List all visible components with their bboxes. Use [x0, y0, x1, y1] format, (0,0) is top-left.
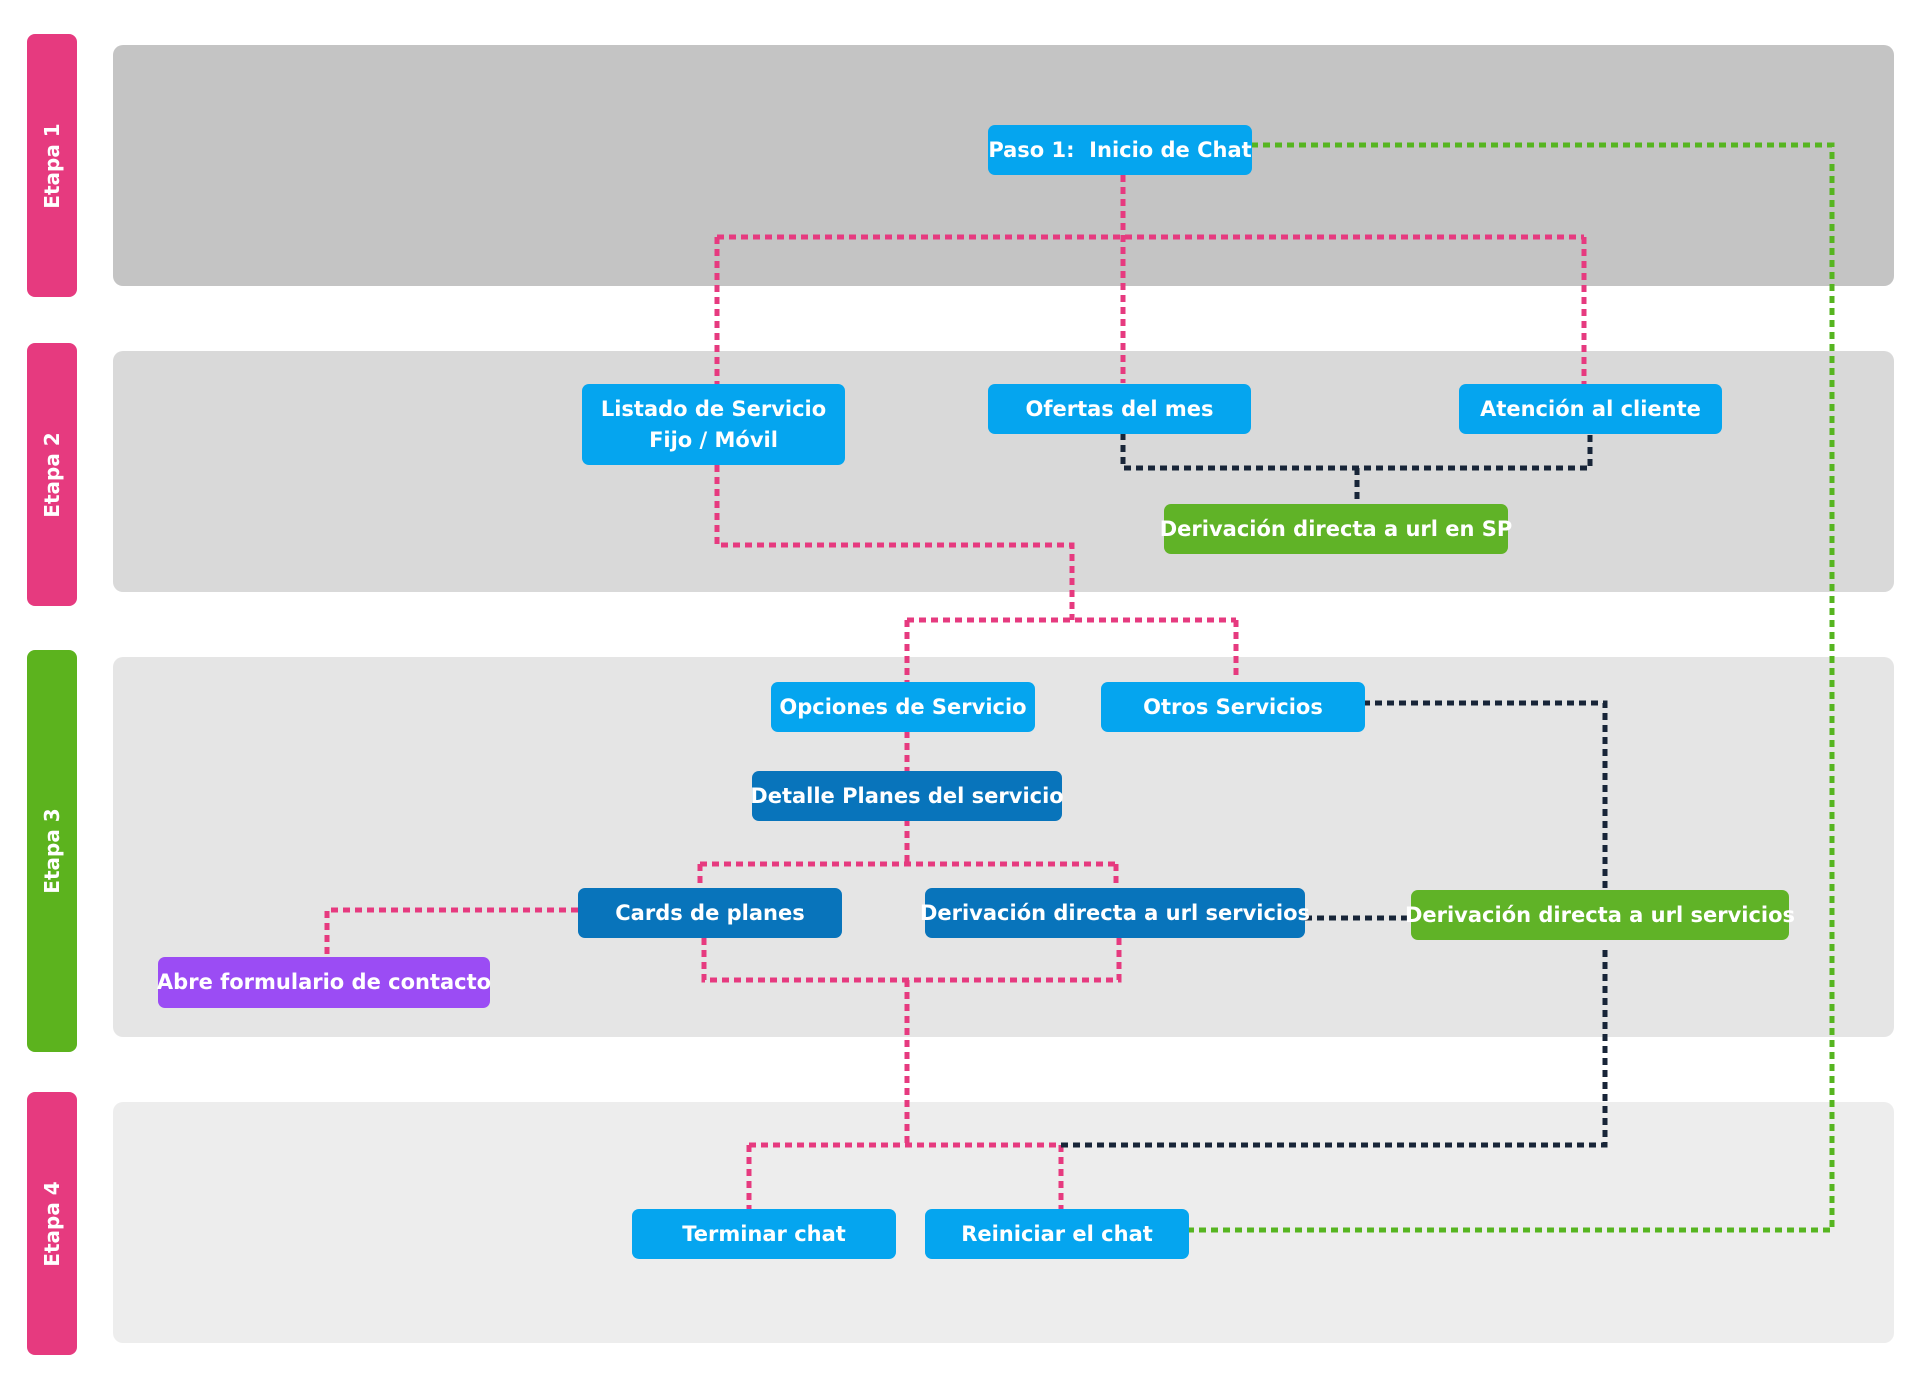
reiniciar-chat-label: Reiniciar el chat	[961, 1221, 1153, 1246]
ofertas-mes-node: Ofertas del mes	[988, 384, 1251, 434]
stage-tab-2: Etapa 2	[27, 343, 77, 606]
connector-green-derivacion-to-reiniciar	[1061, 950, 1608, 1148]
reiniciar-chat-node: Reiniciar el chat	[925, 1209, 1189, 1259]
derivacion-sp-node: Derivación directa a url en SP	[1160, 504, 1512, 554]
terminar-chat-node: Terminar chat	[632, 1209, 896, 1259]
opciones-servicio-label: Opciones de Servicio	[779, 694, 1027, 719]
inicio-chat-label: Paso 1: Inicio de Chat	[988, 137, 1252, 162]
opciones-servicio-node: Opciones de Servicio	[771, 682, 1035, 732]
connector-detalle-to-etapa3-options	[697, 819, 1119, 889]
connector-otros-to-derivacion-green	[1363, 700, 1608, 890]
abre-formulario-node: Abre formulario de contacto	[156, 957, 492, 1008]
atencion-cliente-label: Atención al cliente	[1480, 396, 1701, 421]
connector-cards-to-formulario	[324, 907, 578, 958]
stage-tab-1: Etapa 1	[27, 34, 77, 297]
connector-ofertas-atencion-to-sp	[1120, 433, 1593, 504]
connector-inicio-to-etapa2	[714, 175, 1587, 385]
inicio-chat-node: Paso 1: Inicio de Chat	[988, 125, 1252, 175]
listado-servicio-label-line1: Listado de Servicio	[600, 396, 827, 421]
atencion-cliente-node: Atención al cliente	[1459, 384, 1722, 434]
stage-tab-4: Etapa 4	[27, 1092, 77, 1355]
derivacion-servicios-green-label: Derivación directa a url servicios	[1404, 902, 1796, 927]
detalle-planes-node: Detalle Planes del servicio	[750, 771, 1064, 821]
connector-inicio-to-reiniciar-loop	[1189, 142, 1835, 1233]
listado-servicio-label-line2: Fijo / Móvil	[649, 427, 778, 452]
abre-formulario-label: Abre formulario de contacto	[156, 970, 492, 994]
connector-to-etapa4	[701, 938, 1122, 1210]
terminar-chat-label: Terminar chat	[682, 1221, 846, 1246]
listado-servicio-node: Listado de Servicio Fijo / Móvil	[582, 384, 845, 465]
stage-tab-3: Etapa 3	[27, 650, 77, 1052]
derivacion-servicios-dark-label: Derivación directa a url servicios	[919, 900, 1311, 925]
cards-planes-label: Cards de planes	[615, 900, 805, 925]
connector-listado-to-etapa3	[714, 465, 1239, 683]
otros-servicios-label: Otros Servicios	[1143, 694, 1323, 719]
otros-servicios-node: Otros Servicios	[1101, 682, 1365, 732]
ofertas-mes-label: Ofertas del mes	[1025, 396, 1214, 421]
cards-planes-node: Cards de planes	[578, 888, 842, 938]
derivacion-sp-label: Derivación directa a url en SP	[1159, 516, 1513, 541]
derivacion-servicios-green-node: Derivación directa a url servicios	[1405, 890, 1795, 940]
derivacion-servicios-dark-node: Derivación directa a url servicios	[920, 888, 1310, 938]
detalle-planes-label: Detalle Planes del servicio	[750, 783, 1064, 808]
